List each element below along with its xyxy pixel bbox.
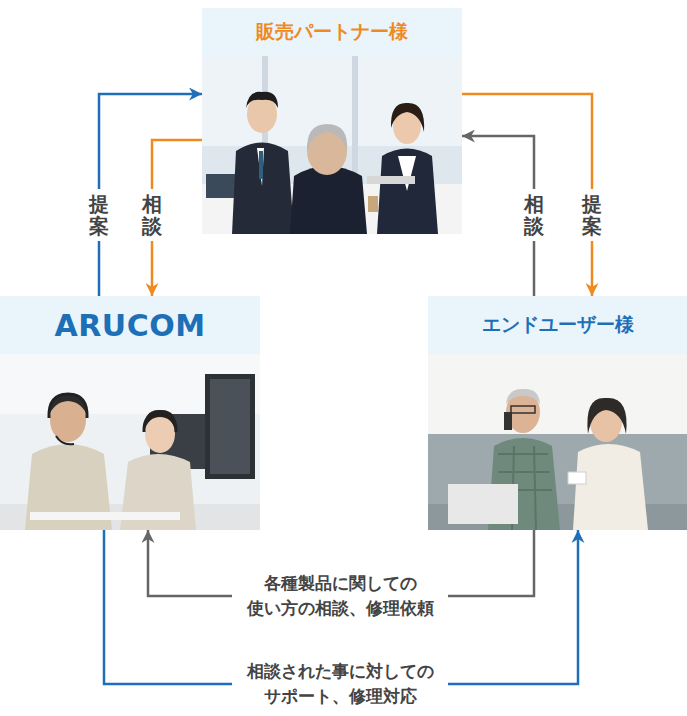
- photo-shape: [506, 389, 540, 404]
- photo-illustration: [428, 354, 687, 530]
- photo-shape: [246, 92, 278, 108]
- photo-shape: [202, 56, 462, 234]
- photo-shape: [368, 196, 378, 212]
- flow-connector: [99, 94, 202, 296]
- photo-shape: [568, 472, 586, 484]
- photo-shape: [448, 484, 518, 524]
- photo-shape: [290, 166, 367, 234]
- photo-shape: [0, 354, 260, 530]
- photo-shape: [398, 156, 416, 191]
- connector-label: 相談された事に対しての サポート、修理対応: [232, 659, 448, 708]
- photo-shape: [307, 124, 347, 151]
- photo-shape: [511, 406, 535, 413]
- photo-shape: [49, 394, 87, 418]
- photo-shape: [391, 103, 424, 132]
- photo-shape: [587, 398, 626, 434]
- connector-label: 相談: [524, 189, 544, 241]
- photo-shape: [367, 176, 415, 184]
- photo-shape: [377, 149, 438, 235]
- flow-connector: [462, 94, 592, 296]
- photo-shape: [144, 412, 176, 432]
- photo-shape: [428, 434, 687, 530]
- photo-illustration: [0, 354, 260, 530]
- photo-shape: [210, 379, 250, 474]
- photo-shape: [573, 444, 648, 530]
- photo-shape: [257, 148, 264, 186]
- photo-illustration: [202, 56, 462, 234]
- node-heading: エンドユーザー様: [428, 296, 687, 354]
- connector-label: 提案: [89, 189, 109, 241]
- end-user-box: エンドユーザー様: [428, 296, 687, 530]
- photo-shape: [259, 151, 263, 179]
- photo-shape: [205, 374, 255, 479]
- company-box: ARUCOM: [0, 296, 260, 530]
- node-heading: 販売パートナー様: [202, 8, 462, 56]
- connector-label: 提案: [582, 189, 602, 241]
- partner-box: 販売パートナー様: [202, 8, 462, 234]
- photo-shape: [428, 354, 687, 530]
- node-heading: ARUCOM: [0, 296, 260, 354]
- photo-shape: [352, 56, 358, 176]
- photo-shape: [504, 412, 512, 430]
- photo-shape: [144, 410, 176, 432]
- photo-shape: [56, 436, 74, 444]
- connector-label: 各種製品に関しての 使い方の相談、修理依頼: [232, 571, 448, 620]
- photo-shape: [49, 393, 87, 416]
- photo-shape: [232, 143, 294, 235]
- photo-shape: [30, 512, 180, 520]
- connector-label: 相談: [142, 189, 162, 241]
